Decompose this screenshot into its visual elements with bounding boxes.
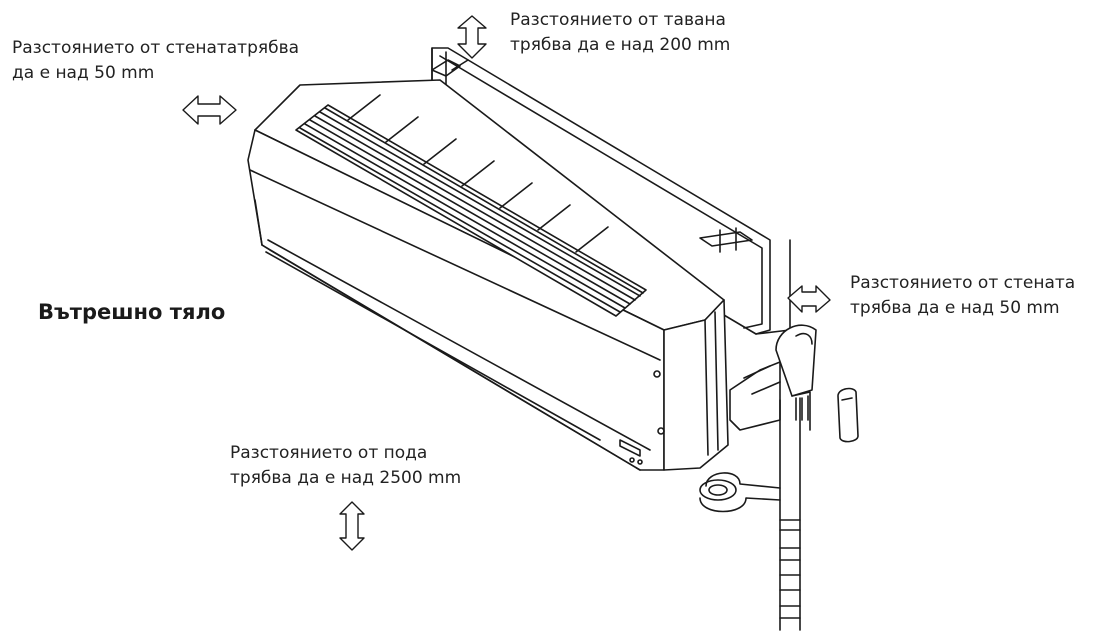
- ceiling-clearance-label: Разстоянието от тавана трябва да е над 2…: [510, 8, 730, 58]
- floor-clearance-line2: трябва да е над 2500 mm: [230, 468, 462, 488]
- floor-clearance-label: Разстоянието от пода трябва да е над 250…: [230, 441, 461, 491]
- air-intake-grille: [295, 94, 647, 317]
- double-arrow-icon: [339, 501, 365, 551]
- remote-control-icon: [837, 387, 859, 443]
- double-arrow-icon: [787, 285, 831, 313]
- wall-clearance-right-label: Разстоянието от стената трябва да е над …: [850, 271, 1075, 321]
- wall-clearance-left-label: Разстоянието от стенататрябва да е над 5…: [12, 36, 299, 86]
- floor-clearance-line1: Разстоянието от пода: [230, 443, 428, 463]
- wall-clearance-left-line1: Разстоянието от стенататрябва: [12, 38, 300, 58]
- indoor-unit-title: Вътрешно тяло: [38, 300, 226, 324]
- double-arrow-icon: [457, 15, 487, 59]
- ceiling-clearance-line2: трябва да е над 200 mm: [510, 35, 731, 55]
- ceiling-clearance-line1: Разстоянието от тавана: [510, 10, 726, 30]
- refrigerant-piping: [699, 324, 817, 631]
- wall-clearance-right-line2: трябва да е над 50 mm: [850, 298, 1060, 318]
- wall-clearance-left-line2: да е над 50 mm: [12, 63, 155, 83]
- double-arrow-icon: [182, 95, 237, 125]
- wall-clearance-right-line1: Разстоянието от стената: [850, 273, 1076, 293]
